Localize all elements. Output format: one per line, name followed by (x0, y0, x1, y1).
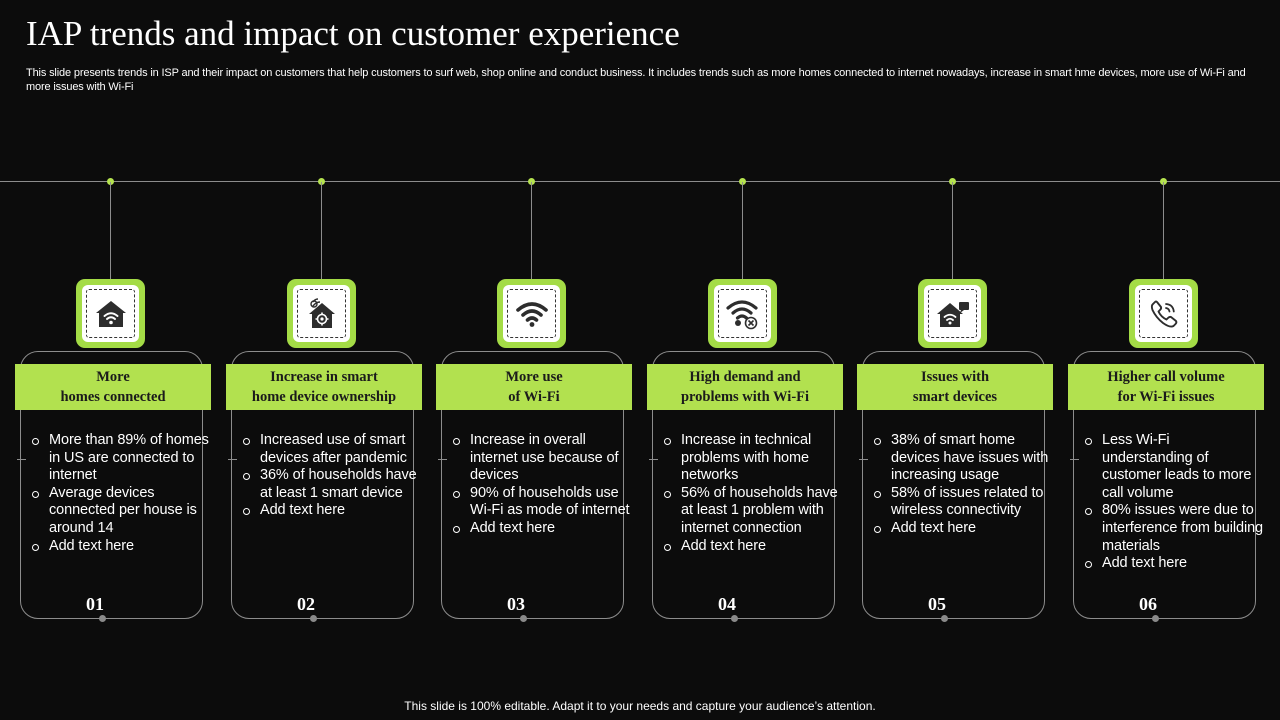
frame-end-dot (731, 615, 738, 622)
trend-heading-text: Increase in smart home device ownership (251, 369, 397, 405)
trend-bullet: More than 89% of homes in US are connect… (30, 432, 210, 485)
card-frame (441, 351, 624, 619)
card-frame (862, 351, 1045, 619)
card-frame (1073, 351, 1256, 619)
home-wifi-icon (86, 289, 135, 338)
trend-heading-text: Higher call volume for Wi-Fi issues (1107, 369, 1225, 405)
trend-bullet-list: Increase in technical problems with home… (662, 432, 842, 555)
frame-end-dot (310, 615, 317, 622)
wifi-icon (507, 289, 556, 338)
trend-bullet: Add text here (872, 520, 1052, 538)
connector-line (110, 182, 111, 279)
trend-number: 01 (86, 594, 104, 614)
timeline-dot (318, 178, 325, 185)
page-description: This slide presents trends in ISP and th… (26, 67, 1246, 93)
connector-line (531, 182, 532, 279)
trend-bullet-list: Increase in overall internet use because… (451, 432, 631, 538)
icon-badge (918, 279, 987, 348)
trend-heading: More homes connected (15, 364, 211, 410)
trend-heading-text: Issues with smart devices (912, 369, 998, 405)
trend-heading-text: More use of Wi-Fi (505, 369, 563, 405)
trend-number: 05 (928, 594, 946, 614)
timeline-dot (949, 178, 956, 185)
trend-column: Increase in smart home device ownership … (211, 0, 422, 720)
trend-bullet-list: Increased use of smart devices after pan… (241, 432, 421, 520)
trend-column: Issues with smart devices 38% of smart h… (842, 0, 1053, 720)
frame-tick (649, 459, 658, 460)
trend-bullet: 56% of households have at least 1 proble… (662, 485, 842, 538)
frame-end-dot (520, 615, 527, 622)
trend-bullet: Add text here (662, 538, 842, 556)
trend-bullet: Average devices connected per house is a… (30, 485, 210, 538)
timeline-line (0, 181, 1280, 182)
smart-device-issue-icon (928, 289, 977, 338)
trend-bullet: Add text here (241, 502, 421, 520)
frame-end-dot (99, 615, 106, 622)
frame-tick (1070, 459, 1079, 460)
trend-bullet: Add text here (30, 538, 210, 556)
trend-heading-text: High demand and problems with Wi-Fi (680, 369, 810, 405)
trend-heading: Higher call volume for Wi-Fi issues (1068, 364, 1264, 410)
trend-column: More homes connected More than 89% of ho… (0, 0, 211, 720)
trend-bullet: Add text here (1083, 555, 1263, 573)
trend-bullet: Increase in overall internet use because… (451, 432, 631, 485)
icon-badge (497, 279, 566, 348)
trend-bullet: Less Wi-Fi understanding of customer lea… (1083, 432, 1263, 502)
trend-number: 03 (507, 594, 525, 614)
trend-bullet: Increased use of smart devices after pan… (241, 432, 421, 467)
trend-bullet-list: More than 89% of homes in US are connect… (30, 432, 210, 555)
card-frame (652, 351, 835, 619)
trend-column: High demand and problems with Wi-Fi Incr… (632, 0, 843, 720)
trend-bullet: 90% of households use Wi-Fi as mode of i… (451, 485, 631, 520)
trend-column: More use of Wi-Fi Increase in overall in… (421, 0, 632, 720)
timeline-dot (1160, 178, 1167, 185)
trend-bullet-list: 38% of smart home devices have issues wi… (872, 432, 1052, 538)
connector-line (321, 182, 322, 279)
frame-end-dot (941, 615, 948, 622)
trend-heading: More use of Wi-Fi (436, 364, 632, 410)
trend-bullet: Add text here (451, 520, 631, 538)
frame-tick (17, 459, 26, 460)
smart-home-icon (297, 289, 346, 338)
trend-bullet: 58% of issues related to wireless connec… (872, 485, 1052, 520)
trend-number: 02 (297, 594, 315, 614)
connector-line (952, 182, 953, 279)
wifi-error-icon (718, 289, 767, 338)
phone-call-icon (1139, 289, 1188, 338)
icon-badge (1129, 279, 1198, 348)
icon-badge (76, 279, 145, 348)
trend-bullet-list: Less Wi-Fi understanding of customer lea… (1083, 432, 1263, 573)
frame-tick (859, 459, 868, 460)
trend-bullet: 80% issues were due to interference from… (1083, 502, 1263, 555)
trend-heading: Increase in smart home device ownership (226, 364, 422, 410)
trend-column: Higher call volume for Wi-Fi issues Less… (1053, 0, 1264, 720)
trend-bullet: 36% of households have at least 1 smart … (241, 467, 421, 502)
trend-bullet: 38% of smart home devices have issues wi… (872, 432, 1052, 485)
trend-heading: High demand and problems with Wi-Fi (647, 364, 843, 410)
frame-tick (228, 459, 237, 460)
card-frame (20, 351, 203, 619)
trend-number: 06 (1139, 594, 1157, 614)
trend-bullet: Increase in technical problems with home… (662, 432, 842, 485)
connector-line (742, 182, 743, 279)
frame-end-dot (1152, 615, 1159, 622)
timeline-dot (739, 178, 746, 185)
icon-badge (708, 279, 777, 348)
connector-line (1163, 182, 1164, 279)
frame-tick (438, 459, 447, 460)
trend-heading: Issues with smart devices (857, 364, 1053, 410)
trend-heading-text: More homes connected (60, 369, 166, 405)
page-title: IAP trends and impact on customer experi… (26, 14, 680, 53)
timeline-dot (528, 178, 535, 185)
trend-number: 04 (718, 594, 736, 614)
icon-badge (287, 279, 356, 348)
footer-note: This slide is 100% editable. Adapt it to… (404, 699, 876, 713)
card-frame (231, 351, 414, 619)
timeline-dot (107, 178, 114, 185)
